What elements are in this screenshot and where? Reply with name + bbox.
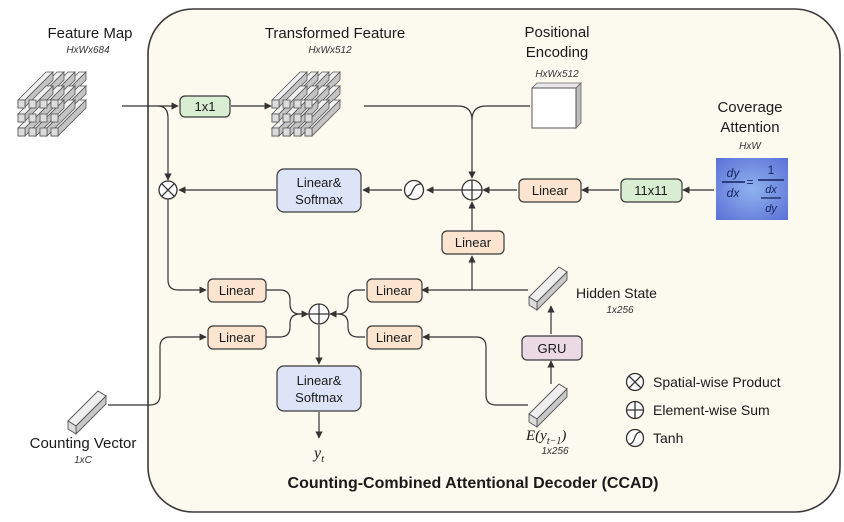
svg-text:dy: dy [727, 166, 741, 180]
connections [108, 102, 714, 439]
coverage-attention-map: dy dx = 1 dx dy [716, 158, 788, 220]
legend-spatial-product-label: Spatial-wise Product [653, 374, 781, 390]
feature-map-label: Feature Map [47, 25, 132, 42]
counting-vector [67, 390, 107, 436]
decoder-title: Counting-Combined Attentional Decoder (C… [288, 475, 659, 492]
positional-encoding-dim: HxWx512 [535, 69, 579, 80]
hidden-state-label: Hidden State [576, 285, 657, 301]
positional-encoding-label-1: Positional [524, 24, 589, 41]
embedding-dim: 1x256 [541, 446, 569, 457]
embedding-label: E(yt−1) [525, 428, 566, 447]
coverage-attention-dim: HxW [739, 141, 762, 152]
svg-text:1: 1 [768, 163, 775, 177]
coverage-attention-label-2: Attention [720, 119, 779, 136]
svg-text:dy: dy [765, 203, 778, 215]
svg-text:Linear&: Linear& [297, 175, 342, 190]
linear-block-embedding: Linear [366, 325, 423, 350]
hidden-state-dim: 1x256 [606, 305, 634, 316]
svg-text:11x11: 11x11 [634, 183, 668, 198]
linear-block-counting: Linear [207, 325, 267, 350]
svg-text:Linear: Linear [455, 235, 492, 250]
tanh-operator [403, 179, 425, 201]
svg-text:1x1: 1x1 [195, 99, 216, 114]
hidden-state-vector [528, 266, 568, 312]
linear-softmax-block-output: Linear& Softmax [276, 365, 362, 412]
legend-element-sum-icon [625, 400, 645, 420]
element-sum-operator-bottom [308, 303, 330, 325]
linear-block-context: Linear [207, 278, 267, 303]
svg-text:Linear: Linear [376, 283, 413, 298]
feature-map-tensor [17, 71, 87, 137]
counting-vector-dim: 1xC [74, 455, 93, 466]
svg-text:dx: dx [765, 184, 777, 196]
spatial-product-operator [158, 180, 178, 200]
output-label: yt [312, 445, 325, 465]
svg-text:Linear&: Linear& [297, 373, 342, 388]
svg-text:dx: dx [727, 186, 741, 200]
legend-tanh-label: Tanh [653, 430, 683, 446]
counting-vector-label: Counting Vector [30, 435, 137, 452]
svg-text:Linear: Linear [376, 330, 413, 345]
embedding-vector [528, 383, 568, 429]
positional-encoding-label-2: Encoding [526, 44, 589, 61]
linear-softmax-block-attention: Linear& Softmax [276, 168, 362, 213]
transformed-feature-label: Transformed Feature [265, 25, 405, 42]
legend-spatial-product-icon [625, 372, 645, 392]
conv-1x1-block: 1x1 [179, 95, 231, 118]
svg-text:Linear: Linear [532, 183, 569, 198]
linear-block-coverage: Linear [518, 178, 582, 203]
svg-text:Softmax: Softmax [295, 390, 343, 405]
feature-map-dim: HxWx684 [66, 45, 110, 56]
transformed-feature-dim: HxWx512 [308, 45, 352, 56]
legend-tanh-icon [625, 428, 645, 448]
svg-text:=: = [746, 175, 753, 189]
conv-11x11-block: 11x11 [620, 178, 683, 203]
coverage-attention-label-1: Coverage [717, 99, 782, 116]
svg-text:Linear: Linear [219, 283, 256, 298]
transformed-feature-tensor [271, 71, 341, 137]
legend-element-sum-label: Element-wise Sum [653, 402, 770, 418]
positional-encoding-tensor [531, 82, 582, 129]
svg-text:Softmax: Softmax [295, 192, 343, 207]
svg-text:Linear: Linear [219, 330, 256, 345]
svg-text:GRU: GRU [538, 341, 567, 356]
decoder-panel [147, 8, 841, 513]
linear-block-hidden-query: Linear [441, 230, 505, 255]
element-sum-operator-top [461, 179, 483, 201]
linear-block-hidden: Linear [366, 278, 423, 303]
legend: Spatial-wise Product Element-wise Sum Ta… [625, 372, 781, 448]
gru-block: GRU [521, 335, 583, 361]
